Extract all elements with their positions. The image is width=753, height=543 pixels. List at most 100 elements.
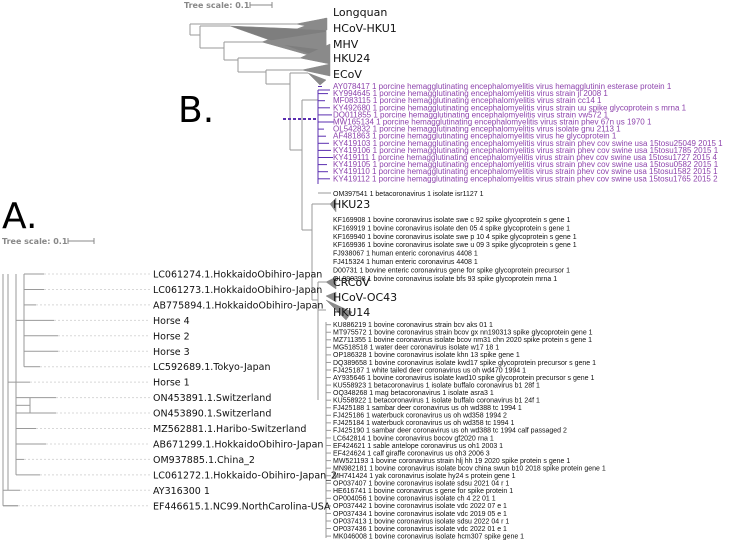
leaf-label-a: LC061274.1.HokkaidoObihiro-Japan	[153, 270, 322, 281]
tree-a-leader-lines	[18, 273, 150, 507]
leaf-label: FJ425186 1 waterbuck coronavirus us oh w…	[333, 413, 507, 420]
leaf-label: FJ938067 1 human enteric coronavirus 440…	[333, 251, 478, 258]
collapsed-clade-ecov	[301, 63, 331, 77]
clade-label-hku14: HKU14	[333, 306, 370, 319]
collapsed-clade-oc43	[325, 291, 337, 303]
phev-leaf-branches	[318, 86, 334, 180]
leaf-label: LC642814 1 bovine coronavirus bocov gf20…	[333, 435, 494, 442]
phev-leaf-label: AF481863 1 porcine hemagglutinating ence…	[333, 132, 617, 141]
leaf-label: EF424621 1 sable antelope coronavirus us…	[333, 443, 503, 450]
leaf-label-a: Horse 3	[153, 347, 190, 358]
leaf-label: AY935646 1 bovine coronavirus isolate kw…	[333, 375, 594, 382]
collapsed-clade-hku23	[329, 197, 337, 213]
leaf-label: FJ425187 1 white tailed deer coronavirus…	[333, 367, 526, 374]
leaf-label-om397541: OM397541 1 betacoronavirus 1 isolate isr…	[333, 191, 484, 198]
leaf-label: EF424624 1 calf giraffe coronavirus us o…	[333, 450, 490, 457]
leaf-label: KU558923 1 betacoronavirus 1 isolate buf…	[333, 382, 540, 389]
clade-label-ecov: ECoV	[333, 68, 362, 81]
collapsed-clade-crcov	[325, 276, 337, 290]
leaf-label-a: LC061272.1.Hokkaido-Obihiro-Japan_2	[153, 470, 337, 481]
leaf-label: OP004056 1 bovine coronavirus isolate ch…	[333, 496, 496, 503]
leaf-label: OP037436 1 bovine coronavirus isolate vd…	[333, 526, 507, 533]
phev-leaf-label: KY419110 1 porcine hemagglutinating ence…	[333, 167, 718, 176]
panel-label-a: A.	[2, 196, 37, 237]
leaf-label-a: ON453891.1.Switzerland	[153, 393, 271, 404]
clade-label-hku24: HKU24	[333, 52, 370, 65]
clade-label-hcov-oc43: HCoV-OC43	[333, 291, 397, 304]
leaf-label-a: MZ562881.1.Haribo-Switzerland	[153, 424, 306, 435]
phev-leaf-label: MW165134 1 porcine hemagglutinating ence…	[333, 118, 652, 127]
collapsed-clade-mhv	[261, 31, 327, 51]
collapsed-clade-hku14	[325, 299, 353, 321]
leaf-label: HE616741 1 bovine coronavirus s gene for…	[333, 488, 513, 495]
leaf-label: DQ389658 1 bovine coronavirus isolate kw…	[333, 360, 596, 367]
leaf-label: OP037442 1 bovine coronavirus isolate vd…	[333, 503, 507, 510]
leaf-label: OQ348268 1 mag betacoronavirus 1 isolate…	[333, 390, 494, 397]
leaf-label: KU886219 1 bovine coronavirus strain bcv…	[333, 322, 493, 329]
leaf-label: D00731 1 bovine enteric coronavirus gene…	[333, 267, 570, 274]
tree-a: LC061274.1.HokkaidoObihiro-JapanLC061273…	[2, 270, 337, 512]
clade-label-longquan: Longquan	[333, 6, 387, 19]
tree-scale-bar-a	[67, 238, 95, 244]
phev-leaf-label: MF083115 1 porcine hemagglutinating ence…	[333, 96, 602, 105]
collapsed-clades-b	[229, 17, 353, 321]
leaf-label: OP037407 1 bovine coronavirus isolate sd…	[333, 481, 509, 488]
clade-label-crcov: CRCoV	[333, 276, 370, 289]
leaf-label: KF169940 1 bovine coronavirus isolate sw…	[333, 234, 577, 241]
leaf-label: FJ425188 1 sambar deer coronavirus us oh…	[333, 405, 522, 412]
leaf-label-a: LC061273.1.HokkaidoObihiro-Japan	[153, 285, 322, 296]
leaf-label-a: AB775894.1.HokkaidoObihiro-Japan	[153, 300, 323, 311]
phev-leaf-label: AY078417 1 porcine hemagglutinating ence…	[333, 82, 672, 91]
leaf-label: MZ711355 1 bovine coronavirus isolate bc…	[333, 337, 592, 344]
leaf-label: MG518518 1 water deer coronavirus isolat…	[333, 345, 499, 352]
phev-subtree-branches	[317, 89, 330, 184]
leaf-label-a: AB671299.1.HokkaidoObihiro-Japan	[153, 439, 323, 450]
phev-leaf-labels: AY078417 1 porcine hemagglutinating ence…	[333, 82, 723, 183]
leaf-label: OP037434 1 bovine coronavirus isolate vd…	[333, 511, 507, 518]
leaf-label: MW521193 1 bovine coronavirus strain hlj…	[333, 458, 570, 465]
phev-leaf-label: KY492680 1 porcine hemagglutinating ence…	[333, 103, 687, 112]
leaf-label: FJ415324 1 human enteric coronavirus 440…	[333, 259, 478, 266]
clade-label-mhv: MHV	[333, 38, 359, 51]
panel-label-b: B.	[178, 90, 214, 131]
leaf-label-a: Horse 1	[153, 378, 190, 389]
leaf-label-a: Horse 4	[153, 316, 190, 327]
phev-leaf-label: KY419106 1 porcine hemagglutinating ence…	[333, 146, 719, 155]
leaf-label-a: EF446615.1.NC99.NorthCarolina-USA	[153, 501, 331, 512]
phev-leaf-label: KY419103 1 porcine hemagglutinating ence…	[333, 139, 723, 148]
phev-leaf-label: KY419105 1 porcine hemagglutinating ence…	[333, 160, 719, 169]
tree-scale-bar-b	[249, 2, 273, 8]
leaf-label-a: AY316300 1	[153, 486, 210, 497]
leaf-label: MT975572 1 bovine coronavirus strain bco…	[333, 330, 593, 337]
clade-label-hku23: HKU23	[333, 198, 370, 211]
phev-leaf-label: KY419112 1 porcine hemagglutinating ence…	[333, 174, 718, 183]
leaf-label-a: Horse 2	[153, 331, 190, 342]
bovine-group2-branches	[326, 324, 331, 537]
leaf-label: FJ425184 1 waterbuck coronavirus us oh w…	[333, 420, 514, 427]
tree-scale-a: Tree scale: 0.1	[2, 237, 68, 246]
leaf-label: OP186328 1 bovine coronavirus isolate kh…	[333, 352, 520, 359]
leaf-label: KU558922 1 betacoronavirus 1 isolate buf…	[333, 398, 540, 405]
leaf-label-a: ON453890.1.Switzerland	[153, 409, 271, 420]
leaf-label: KF169936 1 bovine coronavirus isolate sw…	[333, 242, 577, 249]
tree-a-branches	[2, 273, 58, 507]
leaf-label: KF169908 1 bovine coronavirus isolate sw…	[333, 217, 570, 224]
bovine-group1-labels: KF169908 1 bovine coronavirus isolate sw…	[333, 217, 577, 283]
leaf-label: OP037413 1 bovine coronavirus isolate sd…	[333, 518, 509, 525]
leaf-label: MH741424 1 yak coronavirus isolate hy24 …	[333, 473, 516, 480]
clade-label-hcov-hku1: HCoV-HKU1	[333, 22, 397, 35]
bovine-group2-labels: KU886219 1 bovine coronavirus strain bcv…	[326, 322, 606, 540]
collapsed-clade-hku24	[299, 43, 331, 65]
leaf-label-a: OM937885.1.China_2	[153, 455, 255, 466]
leaf-label: FJ425190 1 sambar deer coronavirus us oh…	[333, 428, 567, 435]
leaf-label: KF169919 1 bovine coronavirus isolate de…	[333, 225, 570, 232]
phev-leaf-label: DQ011855 1 porcine hemagglutinating ence…	[333, 110, 609, 119]
leaf-label: MN982181 1 bovine coronavirus isolate bc…	[333, 465, 606, 472]
phev-leaf-label: KY419111 1 porcine hemagglutinating ence…	[333, 153, 718, 162]
phev-leaf-label: OL542832 1 porcine hemagglutinating ence…	[333, 125, 621, 134]
collapsed-clade-ecov-sub	[307, 72, 327, 86]
leaf-label: MK046008 1 bovine coronavirus isolate hc…	[333, 533, 524, 540]
leaf-label: OL990398 1 bovine coronavirus isolate bf…	[333, 276, 557, 283]
phev-leaf-label: KY994645 1 porcine hemagglutinating ence…	[333, 89, 608, 98]
